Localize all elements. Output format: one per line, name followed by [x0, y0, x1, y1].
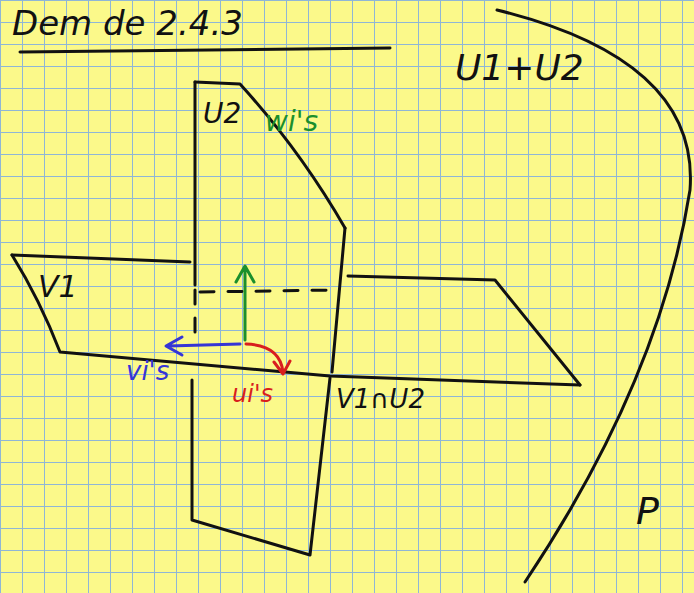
note-label: P — [636, 492, 659, 530]
bracket-curve — [497, 10, 690, 582]
vector-label: vi's — [126, 358, 169, 384]
v-arrow — [166, 337, 240, 355]
plane-u2-right — [332, 228, 345, 372]
w-arrow — [236, 266, 254, 340]
plane-u2-left — [194, 82, 197, 285]
title: Dem de 2.4.3 — [12, 6, 243, 40]
plane-u2-top — [195, 82, 345, 228]
plane-v1-back — [12, 255, 190, 262]
hidden-edge — [194, 290, 197, 335]
plane-v1-front — [12, 255, 580, 385]
vector-label: ui's — [232, 382, 273, 406]
plane-label: U2 — [203, 100, 241, 128]
plane-label: V1 — [38, 272, 78, 302]
u-arrow — [246, 344, 290, 374]
vector-label: wi's — [265, 108, 318, 136]
title-underline — [20, 48, 390, 52]
space-label: U1+U2 — [455, 50, 584, 86]
hidden-edge — [200, 290, 335, 292]
intersection-label: V1∩U2 — [336, 386, 425, 412]
plane-u2-lower — [192, 378, 330, 555]
plane-v1-right — [348, 276, 580, 385]
